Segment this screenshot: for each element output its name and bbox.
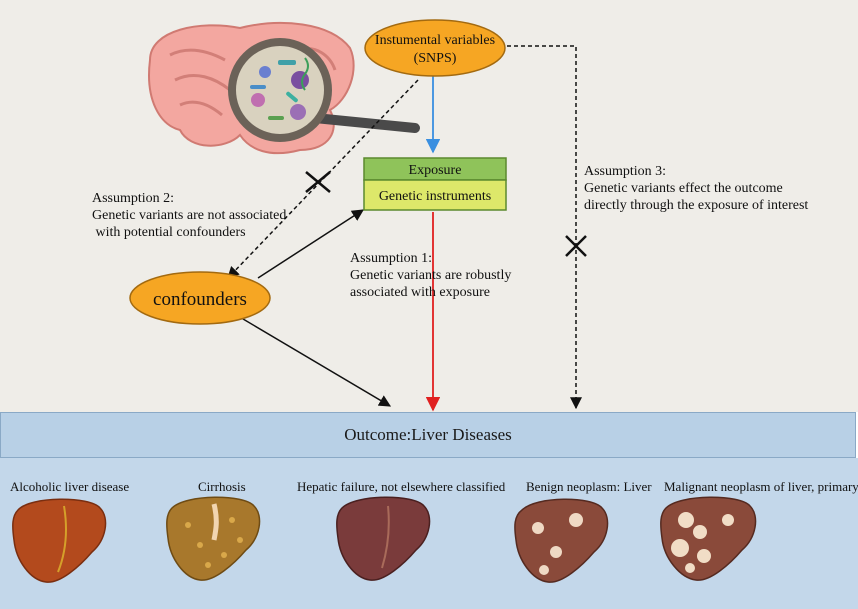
assumption1-line1: Genetic variants are robustly (350, 268, 512, 283)
disease-label-cirrhosis: Cirrhosis (198, 479, 246, 494)
bacteria-icons (250, 57, 309, 120)
instrument-confounders-arrow (227, 79, 419, 279)
assumption2-cross (305, 171, 331, 193)
exposure-header: Exposure (409, 163, 462, 178)
instrument-line2: (SNPS) (414, 51, 457, 66)
confounders-ellipse (129, 271, 271, 325)
assumption1-title: Assumption 1: (350, 251, 433, 266)
assumption1-text: Assumption 1: Genetic variants are robus… (350, 250, 511, 301)
assumption2-line2: with potential confounders (92, 225, 246, 240)
outcome-band: Outcome:Liver Diseases (0, 412, 856, 458)
outcome-label: Outcome:Liver Diseases (344, 425, 512, 444)
disease-label-benign: Benign neoplasm: Liver (526, 479, 652, 494)
magnifier-lens (228, 38, 332, 142)
assumption3-line2: directly through the exposure of interes… (584, 198, 809, 213)
instrument-ellipse (364, 19, 506, 77)
assumption3-cross (565, 235, 587, 257)
confounders-outcome-arrow (237, 315, 392, 407)
disease-label-alcoholic: Alcoholic liver disease (10, 479, 130, 494)
assumption1-line2: associated with exposure (350, 285, 490, 300)
diagram-graphics: Instumental variables (SNPS) Exposure Ge… (129, 19, 587, 412)
assumption3-arrow (500, 45, 582, 410)
assumption2-text: Assumption 2: Genetic variants are not a… (92, 190, 286, 241)
magnifier-handle (310, 113, 420, 133)
assumption2-line1: Genetic variants are not associated (92, 208, 287, 223)
confounders-label: confounders (153, 289, 247, 310)
assumption3-line1: Genetic variants effect the outcome (584, 181, 783, 196)
assumption2-title: Assumption 2: (92, 191, 175, 206)
disease-label-malignant: Malignant neoplasm of liver, primary (664, 479, 858, 494)
gut-illustration (148, 21, 420, 155)
disease-label-hepatic-failure: Hepatic failure, not elsewhere classifie… (297, 479, 506, 494)
exposure-sub: Genetic instruments (379, 189, 491, 204)
confounders-exposure-arrow (257, 209, 365, 279)
assumption3-text: Assumption 3: Genetic variants effect th… (584, 163, 808, 214)
assumption3-title: Assumption 3: (584, 164, 667, 179)
instrument-line1: Instumental variables (375, 33, 495, 48)
exposure-body-box (363, 179, 507, 211)
